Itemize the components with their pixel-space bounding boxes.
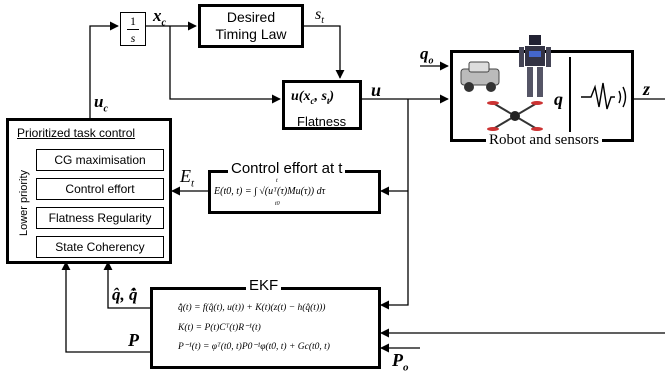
- ekf-title: EKF: [246, 277, 282, 294]
- task-state: State Coherency: [36, 236, 164, 258]
- timing-law-line2: Timing Law: [215, 26, 287, 42]
- ekf-block: [150, 287, 381, 369]
- wire-uc: [89, 21, 119, 118]
- flatness-expr-sub2: t: [326, 95, 330, 106]
- signal-et-sub: t: [191, 177, 195, 190]
- integrator-den: s: [130, 30, 136, 45]
- control-effort-title: Control effort at t: [228, 160, 346, 177]
- wire-xc-flatness: [169, 26, 281, 104]
- wire-qhat: [103, 261, 150, 309]
- integrator-block: 1 s: [120, 12, 146, 46]
- control-effort-lower: t0: [275, 201, 280, 207]
- humanoid-icon: [519, 35, 551, 97]
- task-control-title: Prioritized task control: [17, 126, 136, 140]
- signal-st-sub: t: [321, 15, 325, 27]
- signal-xc-sub: c: [161, 17, 166, 29]
- flatness-expr-rest: , s: [314, 89, 327, 104]
- flatness-expr-sub: c: [310, 95, 315, 106]
- signal-p: P: [128, 330, 139, 350]
- rover-icon: [460, 61, 500, 92]
- sensor-icon: [581, 82, 627, 110]
- control-effort-formula: E(t0, t) = ∫ √(uᵀ(τ)Mu(τ)) dτ: [214, 186, 326, 197]
- signal-uc-sub: c: [103, 103, 108, 115]
- signal-uc: uc: [94, 92, 108, 114]
- wire-u-down: [380, 99, 409, 310]
- signal-po-main: P: [392, 350, 403, 370]
- signal-po-sub: o: [403, 361, 409, 374]
- flatness-block: u(xc, st) Flatness: [282, 80, 362, 130]
- signal-uc-main: u: [94, 92, 104, 111]
- signal-po: Po: [392, 350, 409, 374]
- flatness-expr-close: ): [329, 89, 335, 104]
- task-effort: Control effort: [36, 178, 164, 200]
- signal-xc-main: x: [153, 6, 162, 25]
- ekf-eq1: q̇̂(t) = f(q̂(t), u(t)) + K(t)(z(t) − h(…: [178, 303, 326, 313]
- signal-st-main: s: [315, 6, 322, 23]
- ekf-eq2: K(t) = P(t)Cᵀ(t)R⁻¹(t): [178, 323, 261, 333]
- wire-st-flatness: [304, 25, 345, 79]
- robot-state-q: q: [554, 89, 563, 109]
- signal-st: st: [315, 6, 324, 26]
- signal-qo-main: q: [420, 44, 429, 63]
- ekf-eq3: P⁻¹(t) = φᵀ(t0, t)P0⁻¹φ(t0, t) + Gc(t0, …: [178, 342, 330, 352]
- signal-z: z: [643, 79, 651, 99]
- signal-u: u: [371, 80, 382, 100]
- robot-block: q: [450, 35, 634, 142]
- task-cg: CG maximisation: [36, 149, 164, 171]
- signal-et: Et: [180, 166, 194, 190]
- signal-qo-sub: o: [428, 55, 434, 67]
- wire-p: [61, 261, 150, 353]
- signal-qo: qo: [420, 44, 434, 66]
- integrator-bar: [127, 28, 139, 30]
- flatness-expr-main: u(x: [291, 89, 311, 104]
- task-flatness: Flatness Regularity: [36, 207, 164, 229]
- integrator-num: 1: [130, 13, 136, 28]
- flatness-expr: u(xc, st): [291, 89, 334, 106]
- priority-label: Lower priority: [18, 169, 30, 237]
- signal-et-main: E: [180, 166, 191, 186]
- robot-label: Robot and sensors: [486, 132, 602, 149]
- signal-xc: xc: [153, 6, 166, 28]
- robot-divider: [569, 57, 571, 137]
- flatness-label: Flatness: [297, 114, 347, 129]
- drone-icon: [487, 101, 543, 131]
- timing-law-line1: Desired: [226, 9, 276, 25]
- control-effort-upper: t: [276, 178, 278, 184]
- timing-law-block: Desired Timing Law: [198, 4, 304, 48]
- signal-qhat: q̂, q̇̂: [112, 285, 138, 304]
